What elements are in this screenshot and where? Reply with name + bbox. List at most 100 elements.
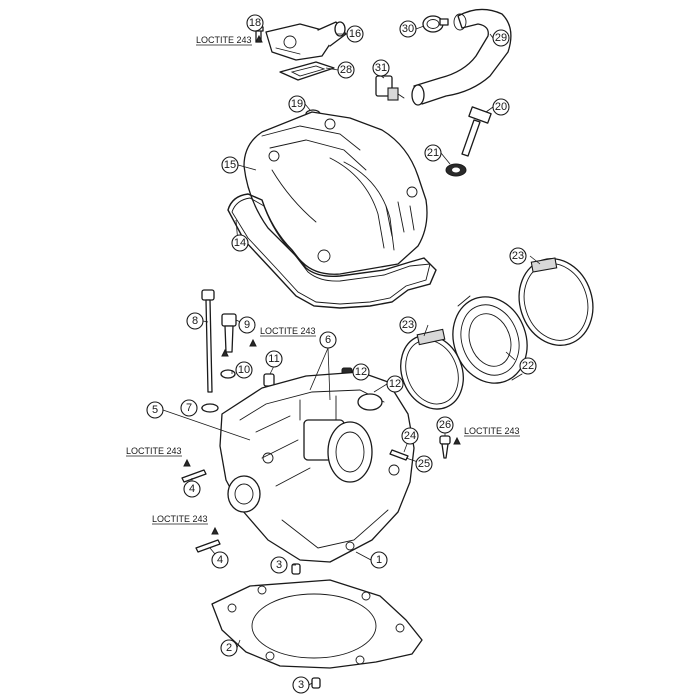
hose-clamp-30 bbox=[422, 15, 449, 33]
svg-text:4: 4 bbox=[189, 483, 195, 495]
svg-text:12: 12 bbox=[355, 366, 367, 378]
svg-text:31: 31 bbox=[375, 62, 387, 74]
bolt-20 bbox=[461, 106, 492, 157]
svg-text:7: 7 bbox=[186, 402, 192, 414]
loctite-note-stud-upper: LOCTITE 243 bbox=[126, 446, 182, 457]
svg-text:4: 4 bbox=[217, 554, 223, 566]
sensor-9 bbox=[221, 313, 237, 353]
svg-text:9: 9 bbox=[244, 319, 250, 331]
coolant-hose bbox=[411, 8, 512, 106]
svg-text:2: 2 bbox=[226, 642, 232, 654]
callout-20: 20 bbox=[492, 98, 510, 116]
svg-text:18: 18 bbox=[249, 17, 261, 29]
callout-24: 24 bbox=[401, 427, 419, 445]
bolt-26 bbox=[439, 435, 451, 459]
svg-text:11: 11 bbox=[268, 353, 279, 365]
callout-12-upper: 12 bbox=[352, 363, 370, 381]
intake-clamp-upper bbox=[518, 257, 594, 346]
callout-22: 22 bbox=[519, 357, 537, 375]
valve-cover bbox=[243, 111, 428, 275]
svg-text:LOCTITE 243: LOCTITE 243 bbox=[152, 514, 208, 524]
svg-text:1: 1 bbox=[376, 554, 382, 566]
loctite-note-bolt: LOCTITE 243 bbox=[464, 426, 520, 437]
callout-7: 7 bbox=[180, 399, 198, 417]
callout-26: 26 bbox=[436, 416, 454, 434]
svg-text:20: 20 bbox=[495, 101, 507, 113]
callout-15: 15 bbox=[221, 156, 239, 174]
o-ring-10 bbox=[220, 369, 236, 379]
svg-text:21: 21 bbox=[427, 147, 439, 159]
loctite-note-stud-lower: LOCTITE 243 bbox=[152, 514, 208, 525]
callout-11: 11 bbox=[265, 350, 283, 368]
stud-4-upper bbox=[181, 469, 207, 483]
callout-25: 25 bbox=[415, 455, 433, 473]
callout-9: 9 bbox=[238, 316, 256, 334]
svg-text:19: 19 bbox=[291, 98, 303, 110]
svg-text:10: 10 bbox=[238, 364, 250, 376]
valve-cover-gasket bbox=[227, 193, 437, 309]
callout-4-lower: 4 bbox=[211, 551, 229, 569]
callout-8: 8 bbox=[186, 312, 204, 330]
callout-28: 28 bbox=[337, 61, 355, 79]
callout-5: 5 bbox=[146, 401, 164, 419]
callout-4-upper: 4 bbox=[183, 480, 201, 498]
temperature-sensor bbox=[375, 75, 405, 101]
callout-2: 2 bbox=[220, 639, 238, 657]
callout-12-lower: 12 bbox=[386, 375, 404, 393]
intake-clamp-lower bbox=[400, 328, 464, 410]
svg-text:28: 28 bbox=[340, 64, 352, 76]
callout-10: 10 bbox=[235, 361, 253, 379]
callout-3-lower: 3 bbox=[292, 676, 310, 694]
svg-text:14: 14 bbox=[234, 237, 246, 249]
svg-text:LOCTITE 243: LOCTITE 243 bbox=[260, 326, 316, 336]
svg-text:8: 8 bbox=[192, 315, 198, 327]
callout-29: 29 bbox=[492, 29, 510, 47]
loctite-note-thermostat: LOCTITE 243 bbox=[196, 35, 252, 46]
washer-21 bbox=[445, 163, 467, 177]
callout-18: 18 bbox=[246, 14, 264, 32]
callout-30: 30 bbox=[399, 20, 417, 38]
callout-14: 14 bbox=[231, 234, 249, 252]
loctite-note-sensor: LOCTITE 243 bbox=[260, 326, 316, 337]
callout-6: 6 bbox=[319, 331, 337, 349]
thermostat-gasket bbox=[279, 61, 335, 81]
part-11 bbox=[263, 373, 275, 387]
svg-text:29: 29 bbox=[495, 32, 507, 44]
svg-text:3: 3 bbox=[298, 679, 304, 691]
callout-1: 1 bbox=[370, 551, 388, 569]
screw-24 bbox=[389, 449, 409, 461]
callout-21: 21 bbox=[424, 144, 442, 162]
washer-7 bbox=[201, 403, 219, 413]
long-stud-8 bbox=[201, 289, 215, 393]
svg-text:LOCTITE 243: LOCTITE 243 bbox=[464, 426, 520, 436]
svg-text:25: 25 bbox=[418, 458, 430, 470]
cylinder-head bbox=[219, 371, 415, 563]
callout-23-upper: 23 bbox=[509, 247, 527, 265]
thermostat-housing bbox=[265, 21, 347, 61]
svg-text:16: 16 bbox=[349, 28, 361, 40]
stud-4-lower bbox=[195, 539, 221, 553]
svg-text:LOCTITE 243: LOCTITE 243 bbox=[126, 446, 182, 456]
callout-19: 19 bbox=[288, 95, 306, 113]
svg-text:23: 23 bbox=[512, 250, 524, 262]
callout-16: 16 bbox=[346, 25, 364, 43]
callout-31: 31 bbox=[372, 59, 390, 77]
dowel-3-lower bbox=[311, 677, 321, 689]
svg-text:24: 24 bbox=[404, 430, 416, 442]
svg-text:30: 30 bbox=[402, 23, 414, 35]
dowel-3-upper bbox=[291, 563, 301, 575]
svg-text:5: 5 bbox=[152, 404, 158, 416]
svg-text:3: 3 bbox=[276, 559, 282, 571]
svg-text:26: 26 bbox=[439, 419, 451, 431]
svg-text:12: 12 bbox=[389, 378, 401, 390]
svg-text:LOCTITE 243: LOCTITE 243 bbox=[196, 35, 252, 45]
svg-text:15: 15 bbox=[224, 159, 236, 171]
svg-text:23: 23 bbox=[402, 319, 414, 331]
head-gasket bbox=[211, 579, 423, 669]
callout-23-lower: 23 bbox=[399, 316, 417, 334]
svg-text:6: 6 bbox=[325, 334, 331, 346]
svg-text:22: 22 bbox=[522, 360, 534, 372]
intake-rubber-boot bbox=[452, 295, 528, 384]
callout-3-upper: 3 bbox=[270, 556, 288, 574]
